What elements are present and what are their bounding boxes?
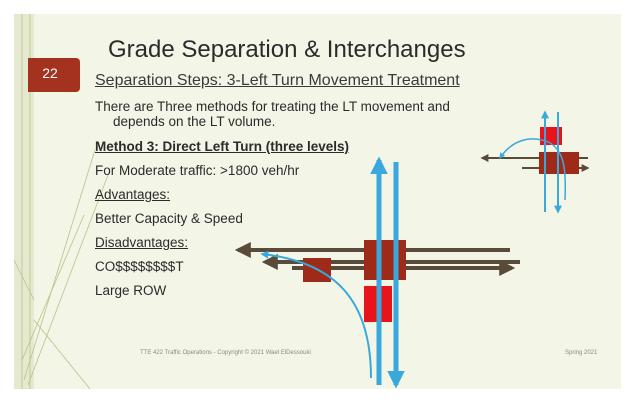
disadvantage-item-cost: CO$$$$$$$$T xyxy=(95,259,184,274)
intro-line-2: depends on the LT volume. xyxy=(113,114,276,129)
center-structure-box xyxy=(364,240,406,280)
footer-copyright: TTE 422 Traffic Operations - Copyright ©… xyxy=(140,350,311,356)
traffic-text: For Moderate traffic: >1800 veh/hr xyxy=(95,163,300,178)
footer-term: Spring 2021 xyxy=(565,350,598,356)
left-decorative-strip xyxy=(14,14,34,389)
slide-number-tab: 22 xyxy=(28,58,80,92)
small-left-turn-arrow xyxy=(499,138,567,201)
slide-body: There are Three methods for treating the… xyxy=(95,99,515,298)
left-turn-ramp-arrow xyxy=(260,250,372,379)
slide-subtitle: Separation Steps: 3-Left Turn Movement T… xyxy=(95,72,460,89)
disadvantage-item-row: Large ROW xyxy=(95,283,167,298)
advantages-heading: Advantages: xyxy=(95,187,171,202)
slide-frame xyxy=(14,14,621,389)
large-interchange-diagram xyxy=(234,156,520,389)
disadvantages-heading: Disadvantages: xyxy=(95,235,189,250)
method-heading: Method 3: Direct Left Turn (three levels… xyxy=(95,139,350,154)
intro-text: There are Three methods for treating the… xyxy=(95,99,515,129)
small-interchange-diagram xyxy=(480,110,590,214)
slide-title: Grade Separation & Interchanges xyxy=(108,36,466,63)
slide-number: 22 xyxy=(42,65,58,81)
intro-line-1: There are Three methods for treating the… xyxy=(95,99,450,114)
advantage-item: Better Capacity & Speed xyxy=(95,211,243,226)
